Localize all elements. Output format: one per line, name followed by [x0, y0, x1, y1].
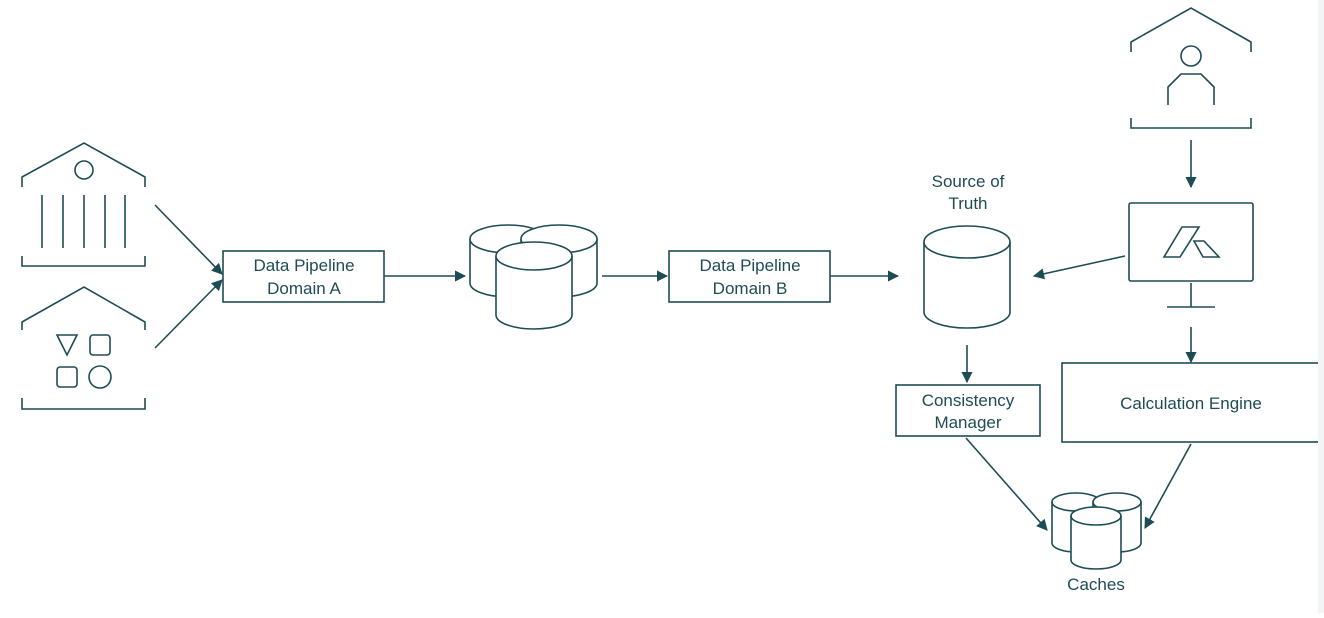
- database-cluster-icon: [469, 224, 598, 330]
- arrow-monitor-to-source-of-truth: [1032, 255, 1126, 280]
- bank-building-icon: [21, 142, 146, 267]
- arrow-consistency-to-caches: [965, 437, 1048, 531]
- right-edge-strip: [1318, 0, 1324, 613]
- source-of-truth-label-line2: Truth: [948, 194, 987, 213]
- app-logo-monitor-icon: [1128, 202, 1254, 308]
- shapes-building-icon: [21, 286, 146, 410]
- user-house-icon: [1130, 7, 1252, 129]
- pipeline-b-label-line2: Domain B: [713, 279, 788, 298]
- consistency-manager-label-line2: Manager: [934, 413, 1001, 432]
- source-of-truth-cylinder-icon: [923, 225, 1011, 329]
- pipeline-b-label-line1: Data Pipeline: [699, 256, 800, 275]
- arrow-bank-to-pipeline-a: [154, 204, 223, 275]
- calculation-engine-label: Calculation Engine: [1120, 394, 1262, 413]
- caches-cluster-icon: [1051, 492, 1142, 570]
- pipeline-a-label-line1: Data Pipeline: [253, 256, 354, 275]
- arrow-shapes-to-pipeline-a: [154, 279, 223, 349]
- source-of-truth-label-line1: Source of: [932, 172, 1005, 191]
- consistency-manager-label-line1: Consistency: [922, 391, 1015, 410]
- caches-label: Caches: [1067, 575, 1125, 594]
- arrow-calculation-engine-to-caches: [1144, 443, 1192, 529]
- consistency-manager-box: [895, 384, 1041, 437]
- pipeline-a-label-line2: Domain A: [267, 279, 341, 298]
